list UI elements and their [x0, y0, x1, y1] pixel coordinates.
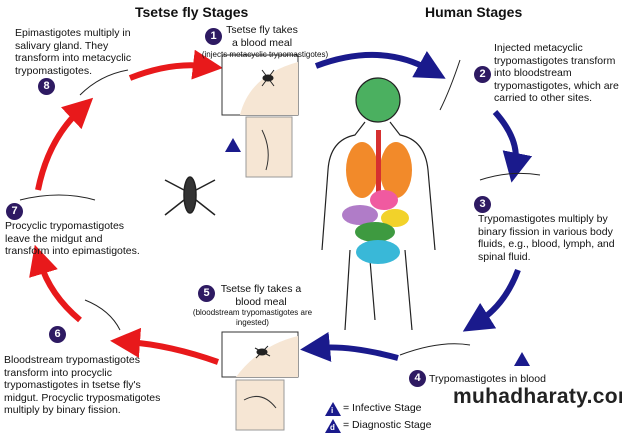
step-badge-6: 6 — [49, 326, 66, 343]
arrow-5-to-6 — [110, 327, 220, 365]
arrow-6-to-7 — [29, 244, 82, 323]
diagnostic-stage-icon — [325, 352, 530, 433]
step-4-text: Trypomastigotes in blood — [429, 373, 546, 385]
legend-infective-label: = Infective Stage — [343, 402, 422, 414]
watermark: muhadharaty.com — [453, 385, 622, 408]
legend-diagnostic-label: = Diagnostic Stage — [343, 419, 432, 431]
parasite-box-5 — [235, 379, 285, 431]
parasite-box-1 — [245, 116, 293, 178]
small-fly-icon — [254, 69, 275, 359]
step-badge-7: 7 — [6, 203, 23, 220]
organs — [342, 130, 412, 264]
arrow-2-to-3 — [492, 110, 533, 183]
parasite-icons — [19, 59, 541, 356]
step-7-text: Procyclic trypomastigotes leave the midg… — [5, 220, 140, 257]
step-badge-5: 5 — [198, 285, 215, 302]
step-badge-2: 2 — [474, 66, 491, 83]
step-3-text: Trypomastigotes multiply by binary fissi… — [478, 213, 615, 263]
step-1-subtext: (injects metacyclic trypomastigotes) — [201, 50, 329, 59]
step-6-text: Bloodstream trypomastigotes transform in… — [4, 354, 161, 416]
arrow-7-to-8 — [35, 97, 94, 191]
step-2-text: Injected metacyclic trypomastigotes tran… — [494, 42, 619, 104]
arrow-8-to-1 — [128, 49, 223, 81]
step-badge-3: 3 — [474, 196, 491, 213]
legend-i-symbol: i — [331, 406, 334, 415]
legend-d-symbol: d — [330, 423, 335, 432]
tsetse-fly-icon — [164, 176, 216, 216]
step-badge-4: 4 — [409, 370, 426, 387]
infective-stage-icon — [225, 138, 341, 416]
step-5-text: Tsetse fly takes a blood meal — [220, 283, 302, 308]
step-badge-1: 1 — [205, 28, 222, 45]
arrow-4-to-5 — [300, 331, 399, 362]
tsetse-stages-title: Tsetse fly Stages — [135, 4, 249, 20]
arrow-3-to-4 — [462, 268, 521, 332]
step-1-text: Tsetse fly takes a blood meal — [226, 24, 298, 49]
step-8-text: Epimastigotes multiply in salivary gland… — [15, 27, 132, 77]
arrow-1-to-2 — [314, 51, 446, 79]
human-body-outline — [321, 77, 436, 331]
human-stages-title: Human Stages — [425, 4, 523, 20]
step-5-subtext: (bloodstream trypomastigotes are ingeste… — [192, 308, 313, 327]
step-badge-8: 8 — [38, 78, 55, 95]
